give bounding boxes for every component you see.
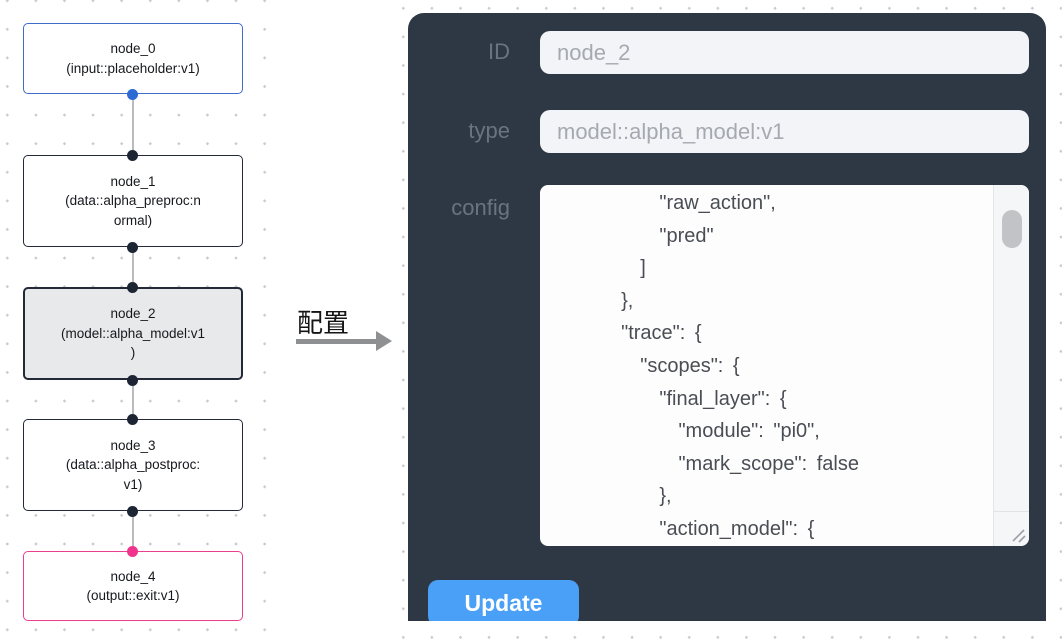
right-arrow-head-icon — [376, 331, 392, 351]
type-input-value: model::alpha_model:v1 — [557, 118, 785, 144]
graph-node-node_2-selected[interactable]: node_2 (model::alpha_model:v1 ) — [23, 287, 243, 380]
edge-node3-node4 — [131, 511, 134, 552]
right-arrow-icon — [296, 339, 378, 344]
node-type-label: v1) — [123, 476, 143, 492]
node-type-label: ormal) — [113, 212, 153, 228]
type-field-label: type — [468, 118, 510, 143]
edge-node0-node1 — [131, 94, 134, 156]
resize-grip-icon[interactable] — [1010, 527, 1026, 543]
update-button[interactable]: Update — [428, 580, 579, 621]
port-node0-output — [127, 88, 138, 100]
port-node1-input — [127, 149, 138, 161]
node-type-label: (data::alpha_preproc:n — [65, 193, 201, 209]
node-type-label: (output::exit:v1) — [86, 588, 180, 603]
scrollbar-track-cap — [994, 511, 1029, 512]
port-node4-input — [127, 545, 138, 557]
scrollbar-track[interactable] — [993, 185, 1029, 546]
node-config-panel: ID node_2 type model::alpha_model:v1 con… — [408, 13, 1046, 621]
node-type-label: (data::alpha_postproc: — [65, 457, 201, 473]
graph-node-node_1[interactable]: node_1 (data::alpha_preproc:n ormal) — [23, 155, 243, 247]
graph-node-node_4[interactable]: node_4 (output::exit:v1) — [23, 551, 243, 621]
edge-node1-node2 — [131, 247, 134, 288]
graph-node-node_3[interactable]: node_3 (data::alpha_postproc: v1) — [23, 419, 243, 511]
id-field-label: ID — [488, 39, 510, 64]
config-textarea[interactable]: "raw_action", "pred" ] }, "trace": { "sc… — [540, 185, 1029, 546]
config-field-label: config — [451, 195, 510, 220]
port-node2-output — [127, 374, 138, 386]
port-node3-input — [127, 413, 138, 425]
node-id-label: node_4 — [110, 568, 156, 584]
id-input[interactable]: node_2 — [540, 31, 1029, 74]
node-type-label: (input::placeholder:v1) — [66, 60, 200, 76]
port-node3-output — [127, 505, 138, 517]
type-input[interactable]: model::alpha_model:v1 — [540, 110, 1029, 153]
node-id-label: node_0 — [110, 41, 156, 56]
node-id-label: node_1 — [110, 173, 156, 189]
port-node1-output — [127, 241, 138, 253]
config-json-text: "raw_action", "pred" ] }, "trace": { "sc… — [621, 192, 859, 540]
node-type-label: ) — [130, 345, 136, 361]
scrollbar-thumb[interactable] — [1002, 210, 1022, 248]
id-input-value: node_2 — [557, 39, 631, 65]
port-node2-input — [127, 281, 138, 293]
edge-node2-node3 — [131, 380, 134, 420]
configure-label: 配置 — [297, 308, 350, 338]
node-id-label: node_2 — [110, 306, 156, 322]
graph-node-node_0[interactable]: node_0 (input::placeholder:v1) — [23, 23, 243, 94]
node-id-label: node_3 — [110, 437, 156, 453]
node-type-label: (model::alpha_model:v1 — [60, 325, 206, 341]
